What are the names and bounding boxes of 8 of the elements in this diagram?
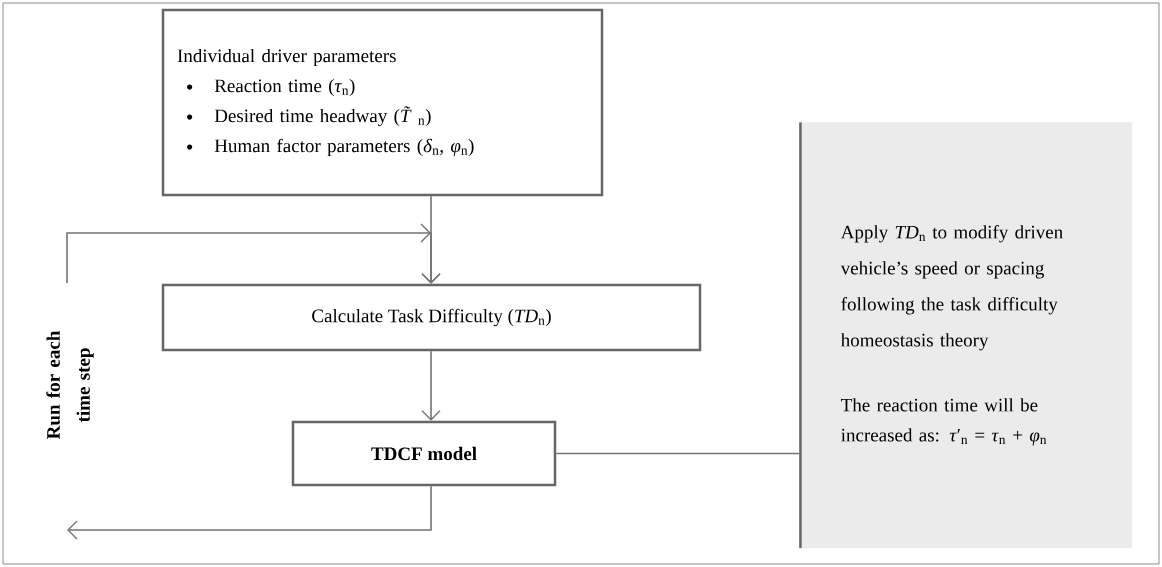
note-panel: Apply TD$_{n}$ to modify driven vehicle’s speed or spacing following the task difficulty homeostasis theory The reaction time will be increased as: τ′$_{n}$ = τ$_{n}$ + φ$_{n}$: [799, 122, 1133, 549]
arrow: [67, 485, 432, 540]
arrow: [66, 223, 441, 284]
process-box: TDCF model: [291, 420, 557, 487]
loop-label: Run for each time step: [46, 330, 94, 439]
arrow: [421, 350, 441, 421]
parameter-box: Individual driver parameters Reaction time (τ$_{n}$) Desired time headway (T̃$_{n}$) Human factor parameters (δ$_{n}$, φ$_{n}$): [161, 8, 604, 197]
process-box: Calculate Task Difficulty (TD$_{n}$): [161, 283, 702, 352]
